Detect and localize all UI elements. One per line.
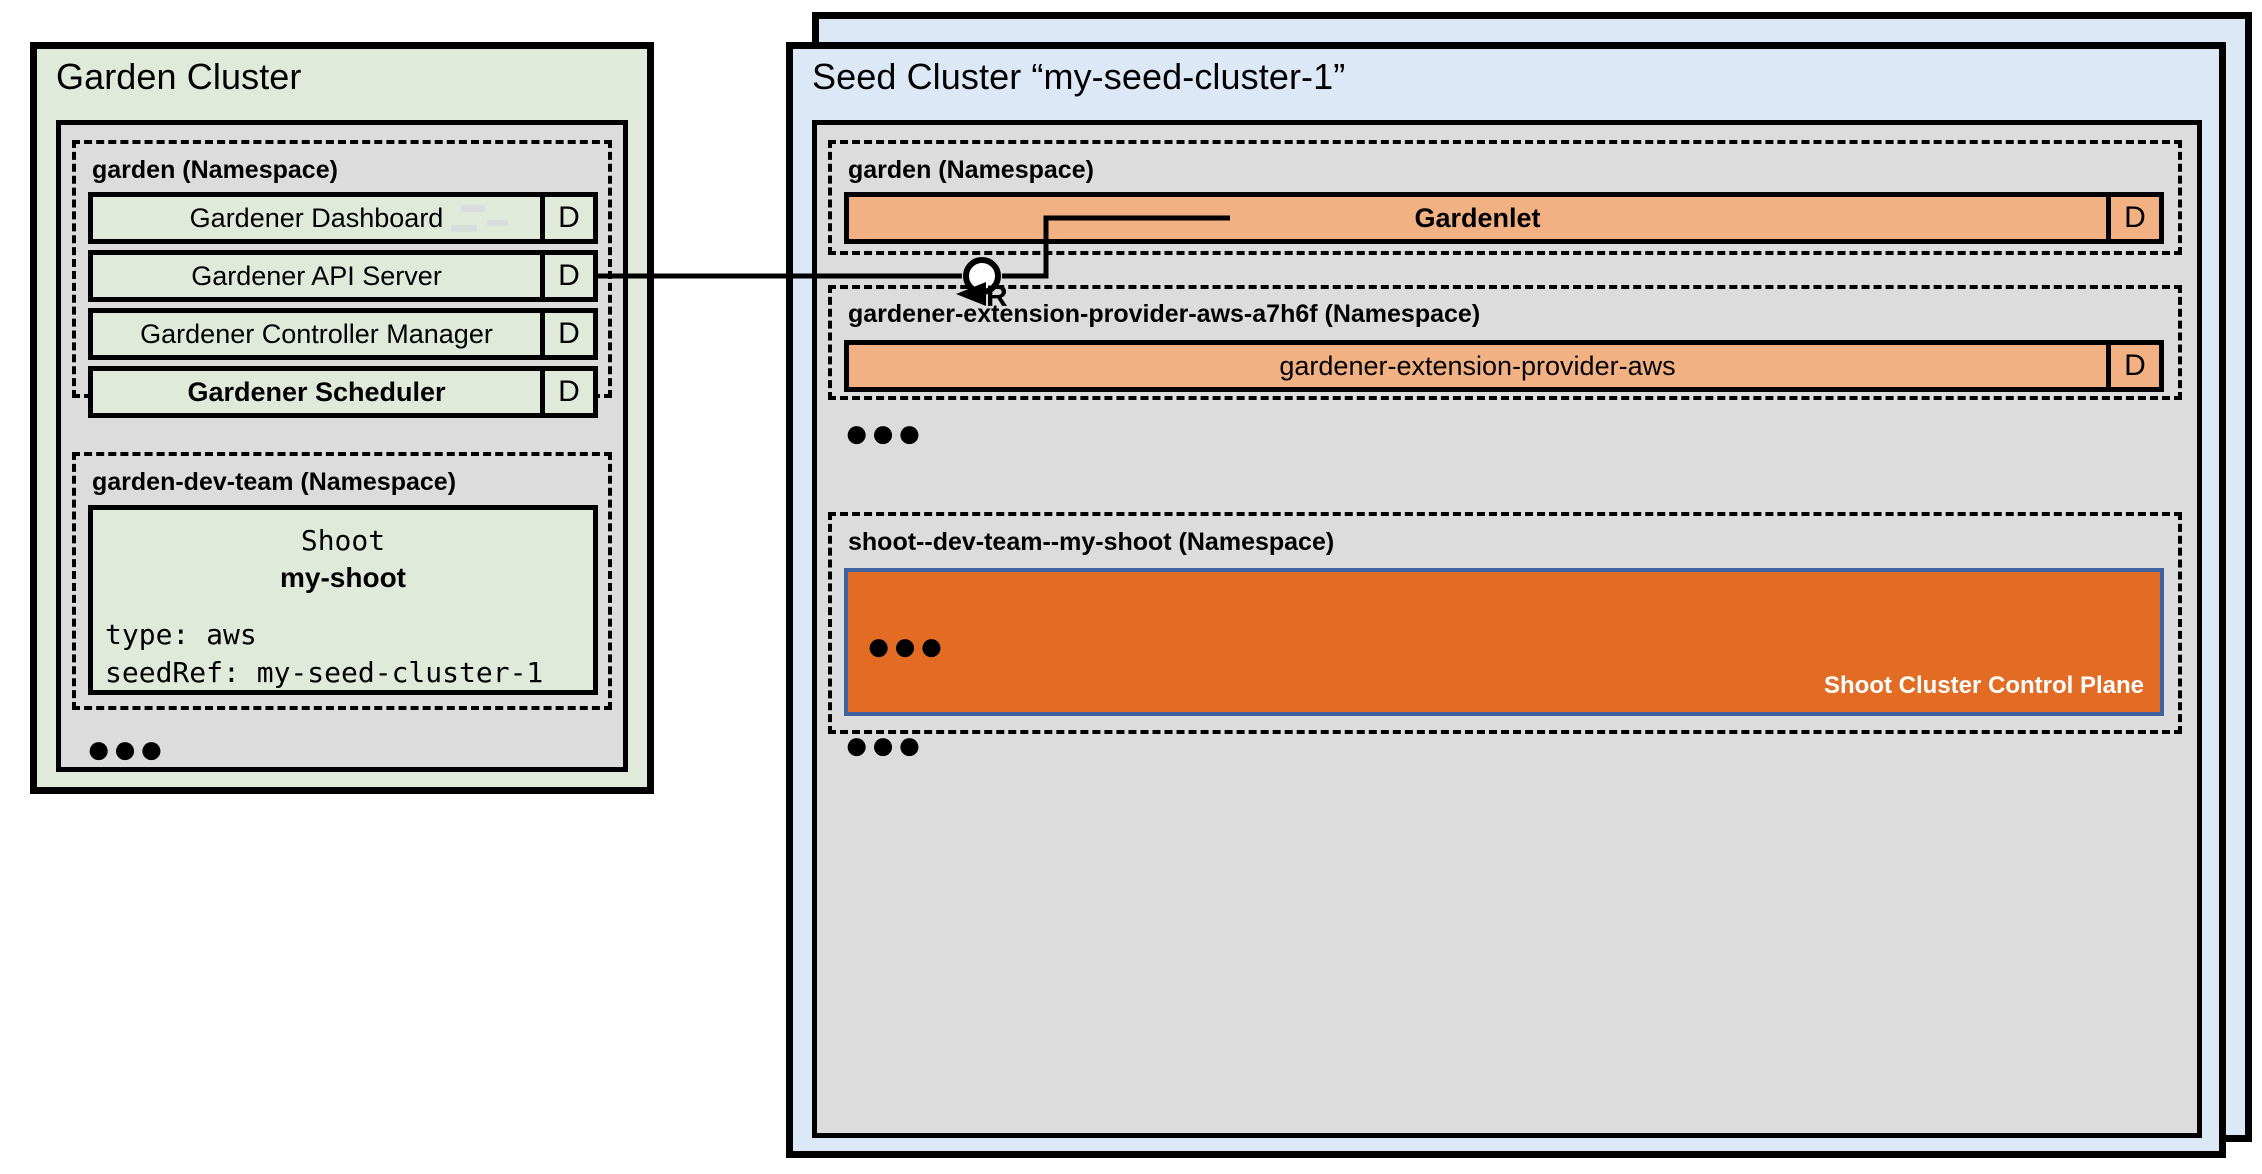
control-plane-more-indicator: ●●● — [866, 622, 946, 669]
component-gardener-extension-provider-aws-label: gardener-extension-provider-aws — [1279, 350, 1676, 381]
component-gardener-api-server-label: Gardener API Server — [191, 260, 442, 291]
shoot-cluster-control-plane[interactable]: ●●● Shoot Cluster Control Plane — [844, 568, 2164, 716]
component-gardener-api-server-badge: D — [540, 255, 593, 297]
render-artifact — [461, 205, 485, 212]
component-gardener-scheduler[interactable]: Gardener Scheduler D — [88, 366, 598, 418]
garden-dev-team-namespace-title: garden-dev-team (Namespace) — [92, 468, 457, 496]
component-gardener-api-server[interactable]: Gardener API Server D — [88, 250, 598, 302]
component-gardener-dashboard-label: Gardener Dashboard — [93, 197, 540, 239]
component-gardener-extension-provider-aws-badge: D — [2106, 345, 2159, 387]
seed-shoot-namespace-title: shoot--dev-team--my-shoot (Namespace) — [848, 528, 1335, 556]
component-gardener-controller-manager-badge: D — [540, 313, 593, 355]
component-gardenlet[interactable]: Gardenlet D — [844, 192, 2164, 244]
seed-shoot-namespace-box — [828, 512, 2182, 734]
seed-garden-namespace-title: garden (Namespace) — [848, 156, 1094, 184]
component-gardener-dashboard-badge: D — [540, 197, 593, 239]
garden-cluster-title: Garden Cluster — [56, 56, 302, 97]
shoot-spec-seedref: seedRef: my-seed-cluster-1 — [105, 656, 544, 689]
garden-cluster-more-indicator: ●●● — [86, 725, 166, 772]
control-plane-label: Shoot Cluster Control Plane — [1823, 672, 2144, 699]
garden-namespace-title: garden (Namespace) — [92, 156, 338, 184]
seed-extension-namespace-title: gardener-extension-provider-aws-a7h6f (N… — [848, 300, 1481, 328]
garden-dev-team-namespace-box — [72, 452, 612, 710]
seed-cluster-title: Seed Cluster “my-seed-cluster-1” — [812, 56, 1346, 97]
component-gardenlet-label: Gardenlet — [1414, 202, 1541, 233]
shoot-resource-card[interactable]: Shoot my-shoot type: aws seedRef: my-see… — [88, 505, 598, 695]
component-gardener-controller-manager[interactable]: Gardener Controller Manager D — [88, 308, 598, 360]
seed-extension-namespace-box — [828, 285, 2182, 400]
component-gardener-scheduler-badge: D — [540, 371, 593, 413]
shoot-name-label: my-shoot — [280, 562, 406, 593]
seed-garden-namespace-box — [828, 140, 2182, 255]
seed-cluster-more-indicator-middle: ●●● — [844, 409, 924, 456]
component-gardener-controller-manager-label: Gardener Controller Manager — [140, 318, 493, 349]
render-artifact — [451, 225, 477, 232]
component-gardener-dashboard[interactable]: Gardener Dashboard D — [88, 192, 598, 244]
render-artifact — [487, 220, 508, 226]
seed-cluster-more-indicator-bottom: ●●● — [844, 721, 924, 768]
component-gardener-scheduler-label: Gardener Scheduler — [187, 376, 446, 407]
component-gardenlet-badge: D — [2106, 197, 2159, 239]
component-gardener-extension-provider-aws[interactable]: gardener-extension-provider-aws D — [844, 340, 2164, 392]
shoot-kind-label: Shoot — [300, 524, 386, 557]
shoot-spec-type: type: aws — [105, 618, 257, 651]
